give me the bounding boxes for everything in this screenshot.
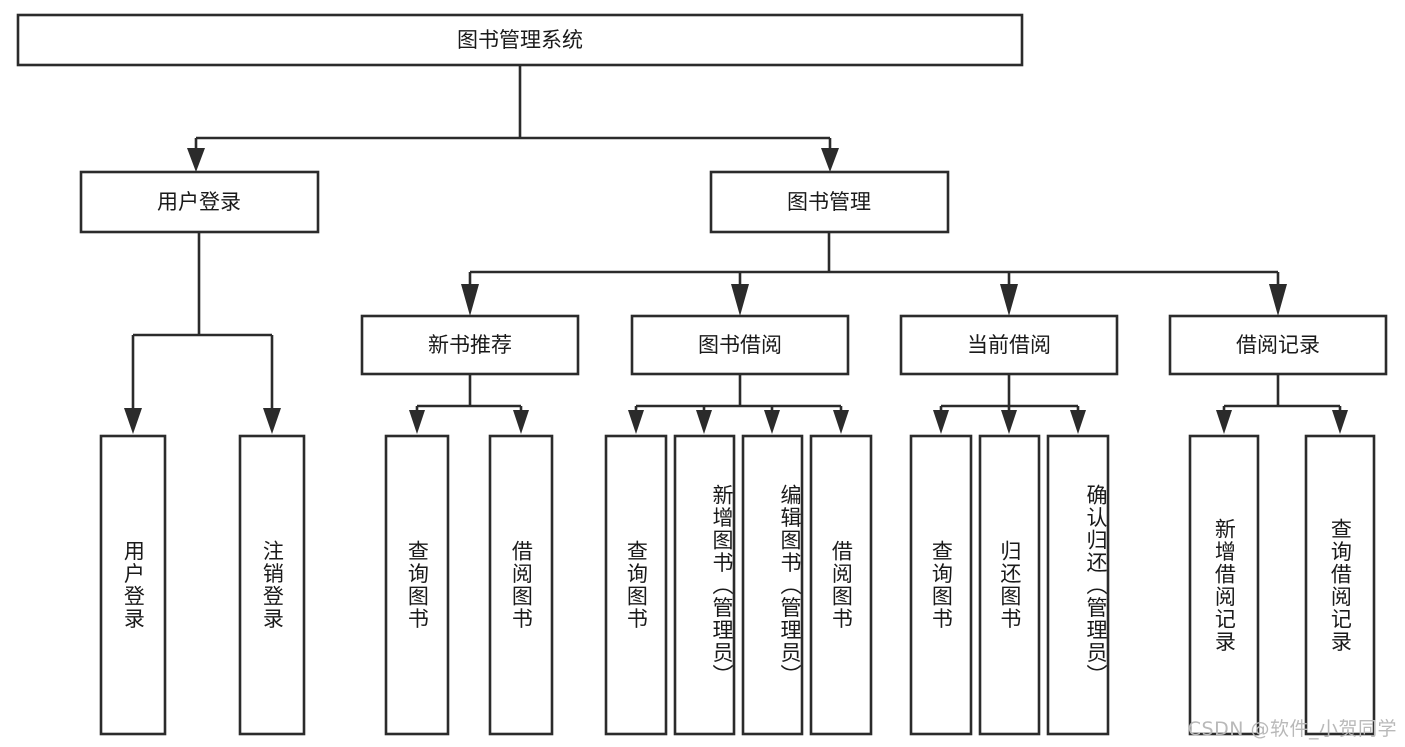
node-book-borrow-label: 图书借阅 — [698, 333, 782, 357]
node-leaf-add-record[interactable] — [1188, 434, 1260, 736]
arrow-head-icon — [1070, 410, 1086, 434]
arrow-head-icon — [263, 408, 281, 434]
node-leaf-logout[interactable] — [238, 434, 306, 736]
node-leaf-add-book[interactable] — [673, 434, 736, 736]
node-new-book-recommend[interactable] — [360, 314, 580, 376]
arrow-head-icon — [124, 408, 142, 434]
arrow-head-icon — [833, 410, 849, 434]
node-new-book-recommend-label: 新书推荐 — [428, 333, 512, 357]
arrow-head-icon — [461, 284, 479, 316]
arrow-head-icon — [1000, 284, 1018, 316]
node-leaf-user-login[interactable] — [99, 434, 167, 736]
node-root-label: 图书管理系统 — [457, 28, 583, 52]
node-leaf-borrow-book-1[interactable] — [488, 434, 554, 736]
arrow-head-icon — [187, 148, 205, 172]
node-leaf-query-record[interactable] — [1304, 434, 1376, 736]
node-leaf-query-book-2[interactable] — [604, 434, 668, 736]
arrow-head-icon — [1216, 410, 1232, 434]
arrow-head-icon — [628, 410, 644, 434]
arrow-head-icon — [1332, 410, 1348, 434]
arrow-head-icon — [764, 410, 780, 434]
arrow-head-icon — [1269, 284, 1287, 316]
node-current-borrow[interactable] — [899, 314, 1119, 376]
node-leaf-return-book[interactable] — [978, 434, 1041, 736]
node-leaf-query-book-1[interactable] — [384, 434, 450, 736]
node-book-management[interactable] — [709, 170, 950, 234]
node-leaf-edit-book[interactable] — [741, 434, 804, 736]
node-book-borrow[interactable] — [630, 314, 850, 376]
arrow-head-icon — [696, 410, 712, 434]
arrow-head-icon — [933, 410, 949, 434]
node-borrow-record[interactable] — [1168, 314, 1388, 376]
node-borrow-record-label: 借阅记录 — [1236, 333, 1320, 357]
node-book-management-label: 图书管理 — [787, 190, 871, 214]
node-leaf-confirm-return[interactable] — [1046, 434, 1110, 736]
arrow-head-icon — [1001, 410, 1017, 434]
arrow-head-icon — [409, 410, 425, 434]
node-current-borrow-label: 当前借阅 — [967, 333, 1051, 357]
arrow-head-icon — [513, 410, 529, 434]
node-leaf-borrow-book-2[interactable] — [809, 434, 873, 736]
watermark-text: CSDN @软件_小贺同学 — [1187, 718, 1397, 740]
arrow-head-icon — [821, 148, 839, 172]
node-root[interactable] — [16, 13, 1024, 67]
node-user-login-label: 用户登录 — [157, 190, 241, 214]
arrow-head-icon — [731, 284, 749, 316]
node-leaf-query-book-3[interactable] — [909, 434, 973, 736]
